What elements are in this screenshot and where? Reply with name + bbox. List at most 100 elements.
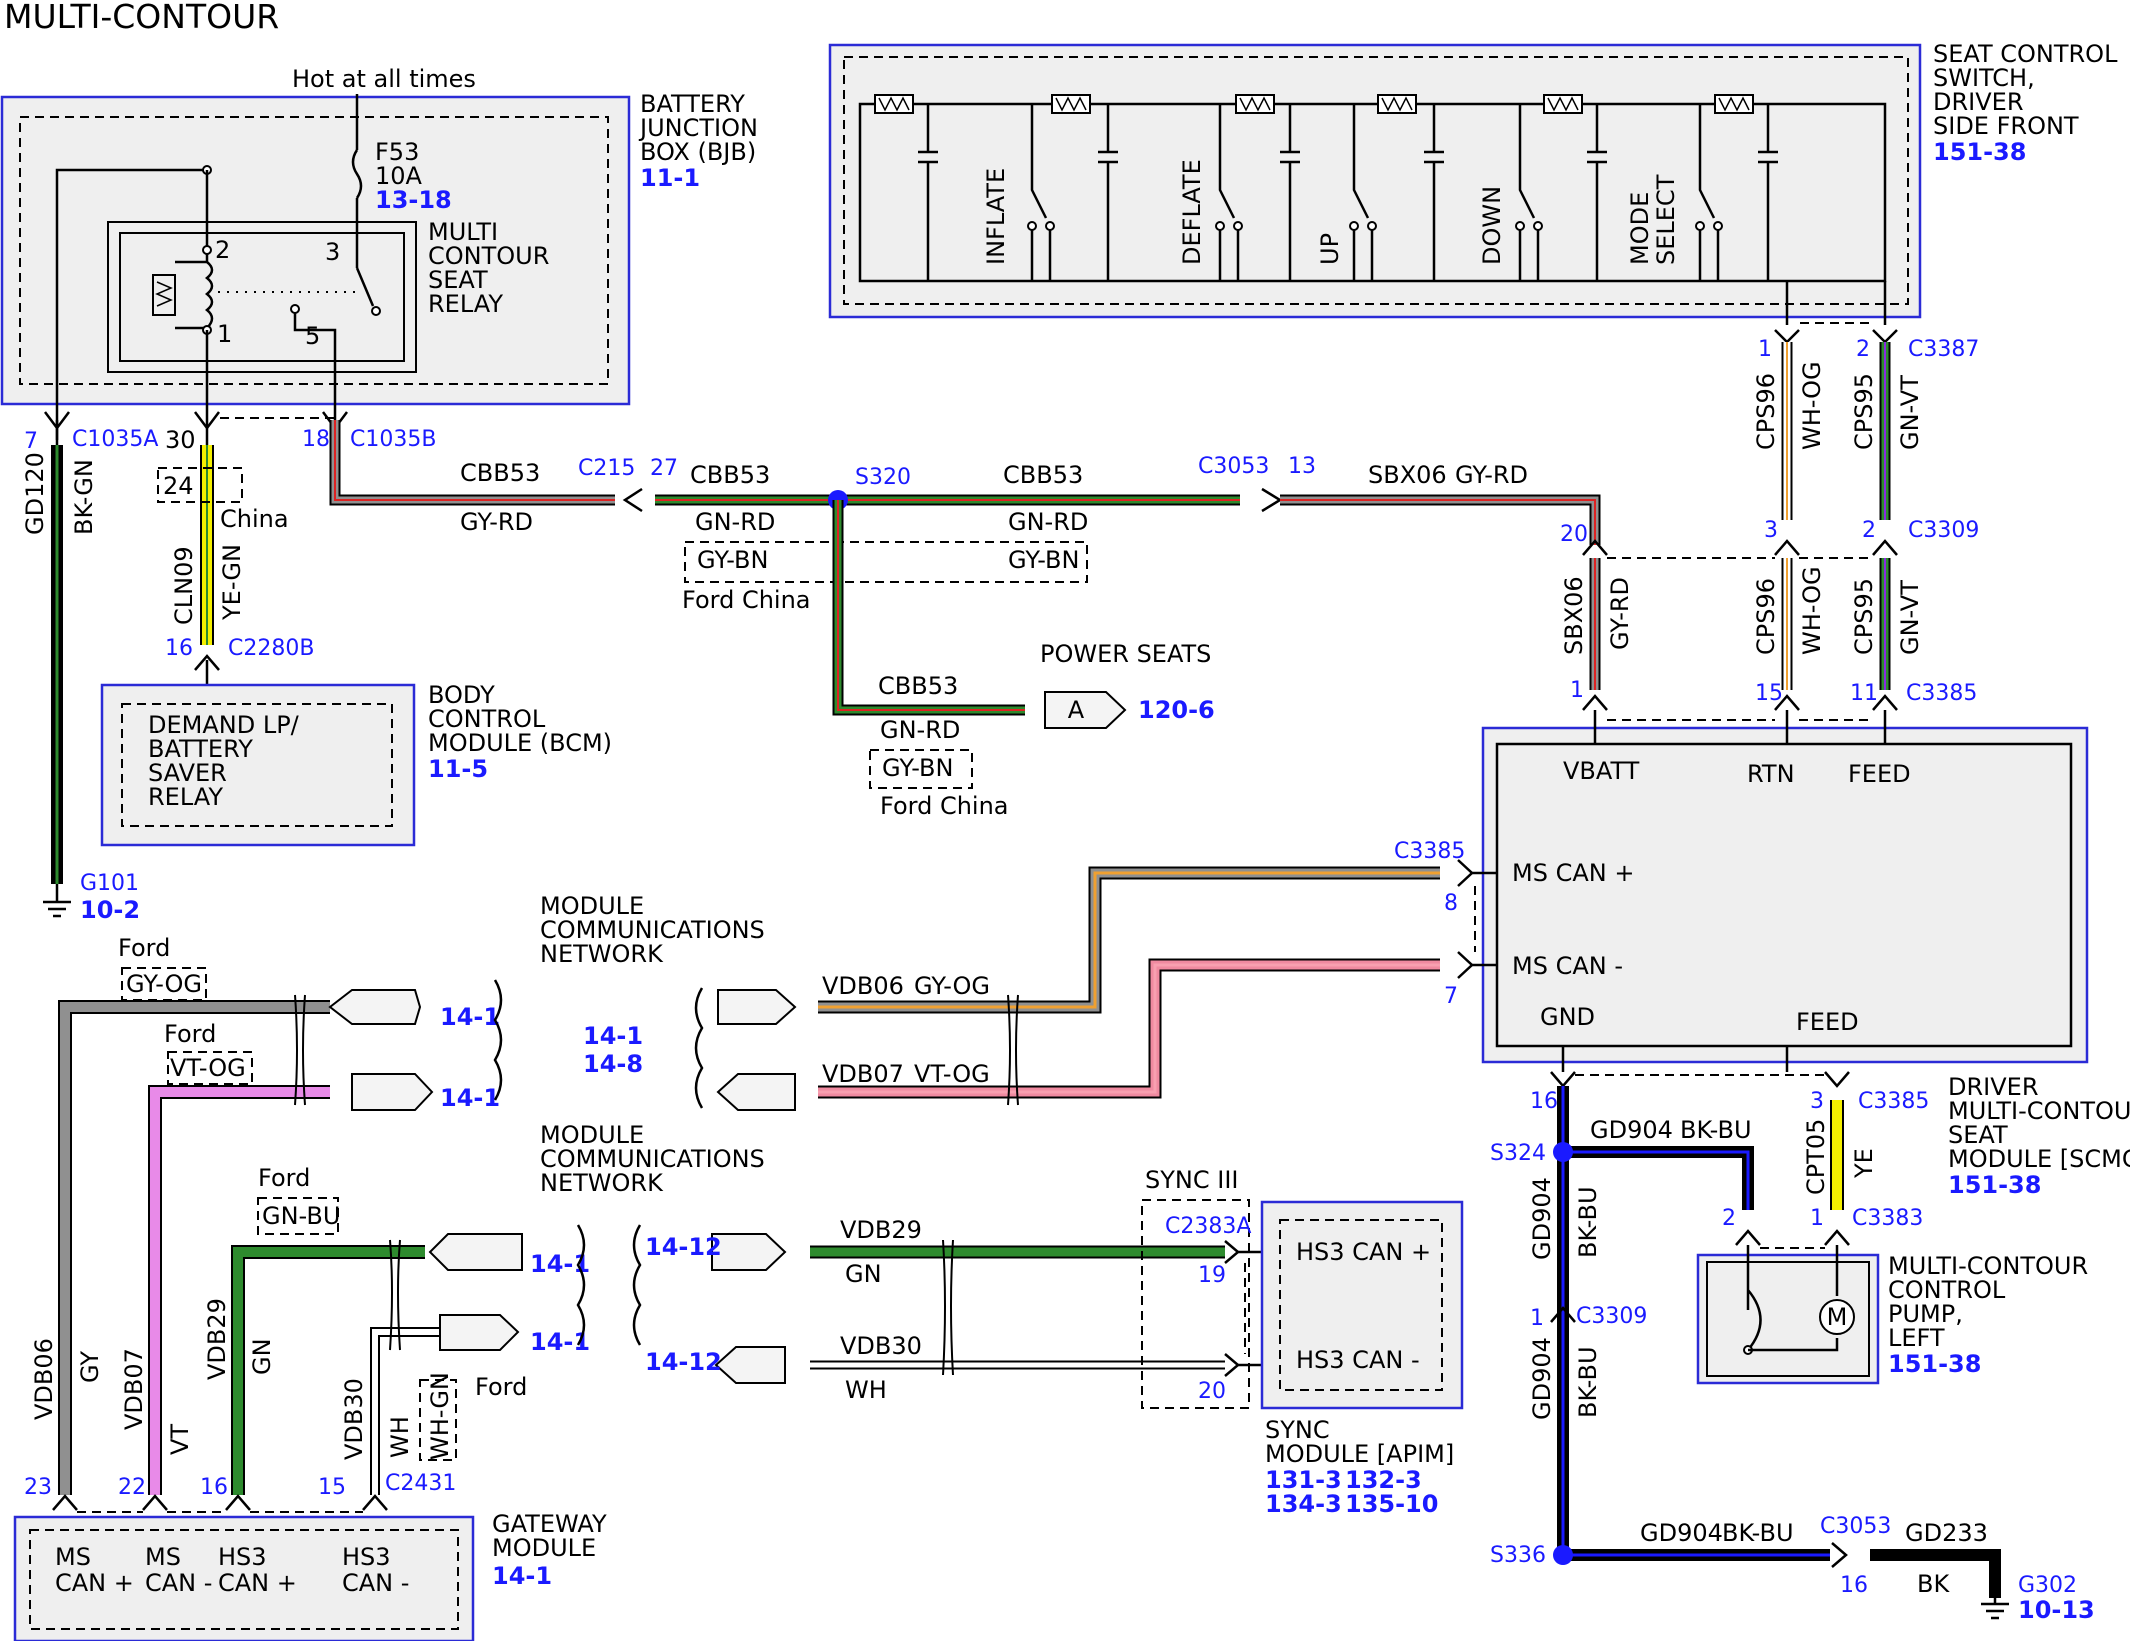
ms-can-minus-pin: 7 [1444,984,1458,1009]
hs3-can-minus-label: HS3 CAN - [1296,1346,1420,1374]
sync-arrows [1224,1240,1240,1377]
svg-text:CAN +: CAN + [218,1569,297,1597]
yegn-label: YE-GN [218,544,246,621]
svg-text:MODULE: MODULE [540,892,644,920]
feed-pin-3: 3 [1810,1089,1824,1114]
c3385-pin-11: 11 [1850,681,1878,706]
svg-text:JUNCTION: JUNCTION [638,114,758,142]
g302-ground-icon [1981,1598,2009,1620]
svg-text:RELAY: RELAY [428,290,503,318]
gnd-pin-16: 16 [1530,1089,1558,1114]
seat-switch-box [828,43,1922,319]
svg-text:NETWORK: NETWORK [540,1169,664,1197]
cbb53-label-2: CBB53 [690,461,770,489]
c215-label: C215 [578,456,635,481]
mcn-ref-148: 14-8 [583,1050,643,1078]
s320-label: S320 [855,465,911,490]
connector-a [1044,691,1127,729]
gyrd-label-1: GY-RD [460,508,533,536]
gn-label-1: GN [248,1338,276,1375]
sync-conn-1 [711,1233,787,1271]
wh-label-1: WH [386,1416,414,1458]
svg-text:14-1: 14-1 [492,1562,552,1590]
gybn-label-3: GY-BN [882,754,953,782]
vdb29-label-2: VDB29 [840,1216,922,1244]
sync-name: SYNC MODULE [APIM] 131-3 132-3 134-3 135… [1265,1416,1454,1518]
vtog-label-2: VT-OG [170,1054,246,1082]
relay-inner [119,232,405,362]
gw-pin-23: 23 [24,1475,52,1500]
bcm-name: BODY CONTROL MODULE (BCM) 11-5 [428,681,612,783]
whog-label-1: WH-OG [1798,361,1826,450]
gyrd-label-2: GY-RD [1455,461,1528,489]
c1035b-label: C1035B [350,427,436,452]
svg-text:MODULE: MODULE [540,1121,644,1149]
c215-arrow [622,487,643,513]
cbb53-label-4: CBB53 [878,672,958,700]
relay-pin-3: 3 [325,238,340,266]
relay-outer [107,221,417,373]
gateway-name: GATEWAY MODULE 14-1 [492,1510,607,1590]
pump-pin-1: 1 [1810,1206,1824,1231]
diagram-title: MULTI-CONTOUR [4,0,279,36]
ford-label-3: Ford [258,1164,310,1192]
c3383-label: C3383 [1852,1206,1923,1231]
vdb30-label-2: VDB30 [840,1332,922,1360]
wire-gd233 [1870,1549,2001,1598]
seat-switch-name: SEAT CONTROL SWITCH, DRIVER SIDE FRONT 1… [1933,40,2118,166]
svg-text:BOX (BJB): BOX (BJB) [640,138,756,166]
bcm-box [100,683,416,847]
deflate-label: DEFLATE [1178,159,1206,265]
relay-coil-icon [152,274,176,316]
bjb-ground-wire [55,168,207,445]
svg-text:151-38: 151-38 [1948,1171,2041,1199]
power-seats-ref: 120-6 [1138,696,1215,724]
svg-text:MS: MS [145,1543,181,1571]
cbb53-label-3: CBB53 [1003,461,1083,489]
vdb07-label-1: VDB07 [822,1060,904,1088]
hot-label: Hot at all times [292,65,476,93]
gyog-label-2: GY-OG [126,970,202,998]
g302-ref: 10-13 [2018,1596,2095,1624]
splice-s336 [1553,1545,1573,1565]
feed-label-2: FEED [1796,1008,1859,1036]
gateway-conn-1 [328,989,422,1025]
sync-pin-20: 20 [1198,1379,1226,1404]
svg-text:11-5: 11-5 [428,755,488,783]
gy-label: GY [76,1351,104,1383]
gateway-ref-3: 14-1 [530,1250,590,1278]
svg-text:MODULE [APIM]: MODULE [APIM] [1265,1440,1454,1468]
svg-text:COMMUNICATIONS: COMMUNICATIONS [540,1145,765,1173]
ms-can-arrows [1457,859,1474,979]
relay-contact [355,267,375,307]
relay-pin-5: 5 [305,322,320,350]
svg-text:MS: MS [55,1543,91,1571]
sbx06-label-2: SBX06 [1560,576,1588,655]
twisted-pair-icon-1 [1007,994,1019,1106]
ms-can-plus-label: MS CAN + [1512,859,1634,887]
vt-label: VT [166,1424,194,1455]
c3309-label-1: C3309 [1908,518,1979,543]
inflate-label: INFLATE [982,168,1010,265]
page-break-mark-1 [694,987,704,1109]
gd904-label-1: GD904 [1590,1116,1673,1144]
gateway-conn-4 [439,1314,520,1351]
connector-vdb07 [716,1073,796,1111]
svg-text:BATTERY: BATTERY [148,735,253,763]
gnbu-label: GN-BU [262,1202,340,1230]
svg-text:GATEWAY: GATEWAY [492,1510,607,1538]
vtog-label-1: VT-OG [914,1060,990,1088]
cps95-label-2: CPS95 [1850,578,1878,655]
sync-box [1260,1200,1464,1410]
gybn-label-2: GY-BN [1008,546,1079,574]
relay-pin-2: 2 [215,236,230,264]
bkbu-label-4: BK-BU [1722,1519,1794,1547]
ford-china-label-1: Ford China [682,586,811,614]
twisted-pair-icon-3 [389,1239,401,1351]
svg-text:MULTI-CONTOUR: MULTI-CONTOUR [1948,1097,2130,1125]
sbx06-label-1: SBX06 [1368,461,1447,489]
bjb-inner-dash [19,116,609,385]
svg-text:CAN +: CAN + [55,1569,134,1597]
c3385-pin-1: 1 [1570,678,1584,703]
svg-text:CONTROL: CONTROL [1888,1276,2006,1304]
